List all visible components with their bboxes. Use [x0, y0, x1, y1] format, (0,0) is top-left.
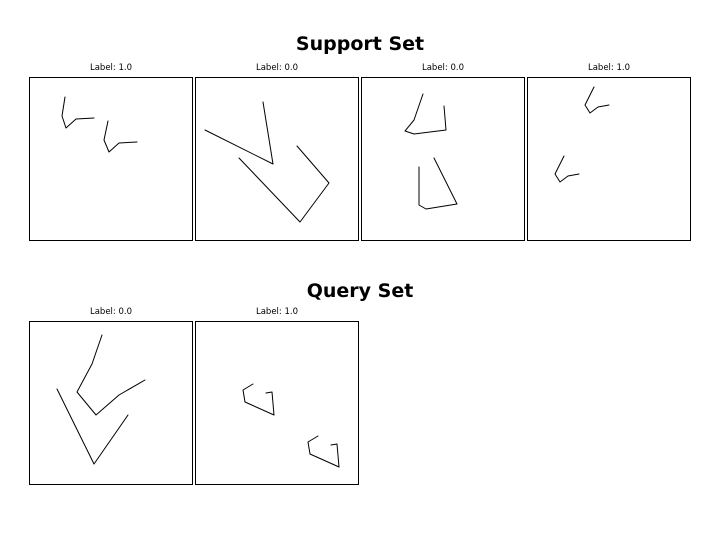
sketch-stroke: [56, 388, 129, 465]
sketch-stroke: [418, 157, 458, 210]
sketch-stroke: [554, 155, 580, 183]
support-panel-4-label: Label: 1.0: [587, 63, 630, 73]
support-panel-3: [361, 77, 525, 241]
sketch-stroke: [238, 145, 330, 223]
sketch-stroke: [307, 435, 340, 468]
query-panel-1-label: Label: 0.0: [89, 307, 132, 317]
query-panel-1-drawing: [56, 334, 146, 465]
query-set-title: Query Set: [306, 280, 414, 302]
query-panel-2-drawing: [242, 383, 340, 468]
query-panel-2-label: Label: 1.0: [255, 307, 298, 317]
sketch-stroke: [76, 334, 146, 416]
support-panel-1-drawing: [61, 96, 138, 153]
support-panel-2: [195, 77, 359, 241]
support-panel-4-drawing: [554, 86, 610, 183]
support-panel-2-label: Label: 0.0: [255, 63, 298, 73]
support-panel-4: [527, 77, 691, 241]
support-panel-3-label: Label: 0.0: [421, 63, 464, 73]
sketch-stroke: [61, 96, 95, 129]
support-panel-1: [29, 77, 193, 241]
support-panel-2-drawing: [204, 101, 330, 223]
sketch-stroke: [103, 120, 138, 153]
sketch-stroke: [584, 86, 610, 114]
sketch-stroke: [204, 101, 274, 165]
support-panel-3-drawing: [404, 93, 458, 210]
query-panel-2: [195, 321, 359, 485]
support-panel-1-label: Label: 1.0: [89, 63, 132, 73]
sketch-stroke: [242, 383, 275, 416]
support-set-title: Support Set: [295, 33, 425, 55]
query-panel-1: [29, 321, 193, 485]
sketch-stroke: [404, 93, 447, 135]
